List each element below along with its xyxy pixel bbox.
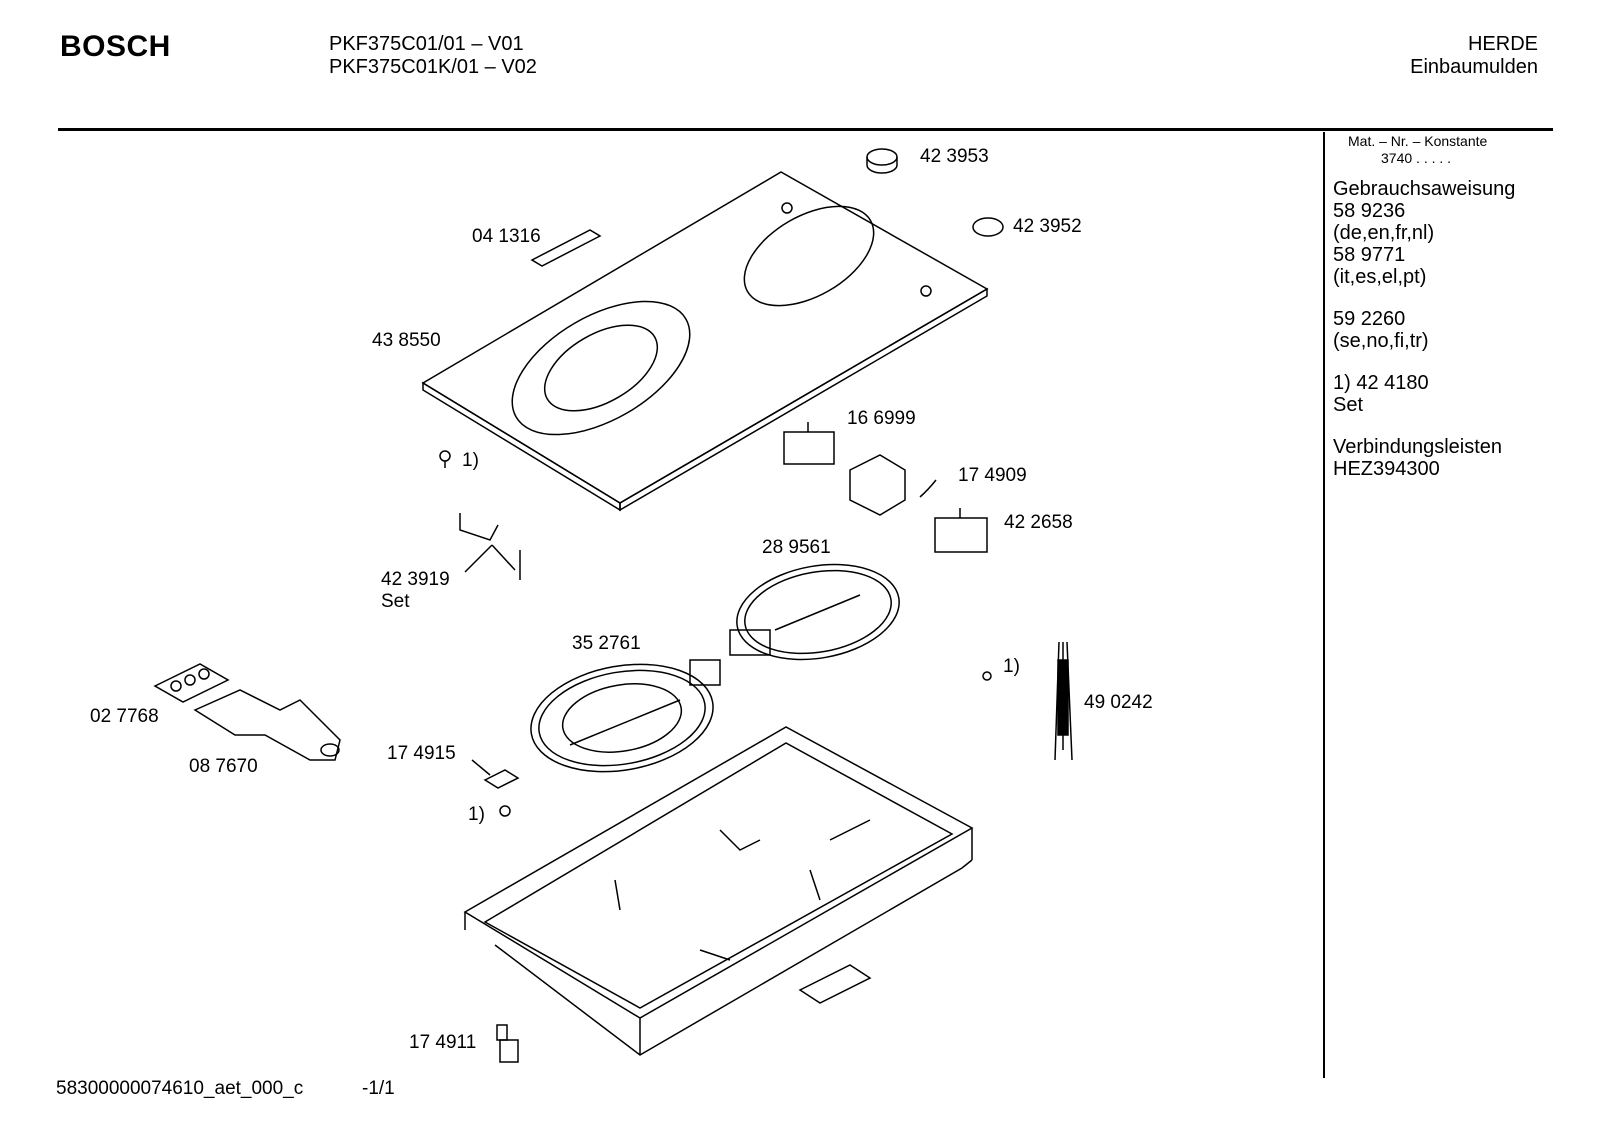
- sidebar-line: 58 9236: [1333, 200, 1406, 222]
- part-label-screw-note: 1): [468, 804, 485, 825]
- sidebar-line: (se,no,fi,tr): [1333, 330, 1429, 352]
- sidebar-line: 1) 42 4180: [1333, 372, 1429, 394]
- sidebar-rule: [1323, 132, 1325, 1078]
- screw-drawings: [439, 450, 992, 817]
- mat-number-value: 3740 . . . . .: [1381, 150, 1452, 166]
- model-number-1: PKF375C01/01 – V01: [329, 33, 524, 55]
- sidebar-line: HEZ394300: [1333, 458, 1440, 480]
- mat-number-label: Mat. – Nr. – Konstante: [1348, 133, 1488, 149]
- sidebar-line: 59 2260: [1333, 308, 1406, 330]
- sidebar-line: Gebrauchsaweisung: [1333, 178, 1516, 200]
- sidebar-line: (de,en,fr,nl): [1333, 222, 1435, 244]
- holder-drawing: [496, 1024, 519, 1063]
- part-label-screw-note: 1): [462, 450, 479, 471]
- scraper-drawing: [153, 663, 341, 761]
- bracket-drawing: [459, 513, 521, 580]
- category-subtitle: Einbaumulden: [1410, 56, 1538, 78]
- part-label-scraper: 08 7670: [189, 756, 258, 777]
- switch-2-drawing: [934, 508, 988, 553]
- part-label-switch-2: 42 2658: [1004, 512, 1073, 533]
- part-label-switch-1: 16 6999: [847, 408, 916, 429]
- part-label-heater-large: 35 2761: [572, 633, 641, 654]
- heater-small-drawing: [736, 563, 900, 661]
- document-id: 58300000074610_aet_000_c: [56, 1078, 304, 1099]
- part-label-sensor: 17 4909: [958, 465, 1027, 486]
- part-label-screw-note: 1): [1003, 656, 1020, 677]
- part-label-knob-cap: 42 3952: [1013, 216, 1082, 237]
- sidebar-line: Verbindungsleisten: [1333, 436, 1503, 458]
- sidebar-line: 58 9771: [1333, 244, 1406, 266]
- sidebar-line: Set: [1333, 394, 1364, 416]
- part-label-scraper-blades: 02 7768: [90, 706, 159, 727]
- clip-drawing: [471, 759, 520, 789]
- sidebar-notes: Gebrauchsaweisung 58 9236 (de,en,fr,nl) …: [1333, 178, 1515, 480]
- cable-drawing: [1054, 641, 1073, 761]
- part-label-holder: 17 4911: [409, 1032, 477, 1053]
- page-number: -1/1: [362, 1078, 395, 1099]
- sidebar-line: (it,es,el,pt): [1333, 266, 1427, 288]
- part-label-bracket: 42 3919: [381, 569, 450, 590]
- switch-1-drawing: [783, 422, 835, 465]
- part-label-clip: 17 4915: [387, 743, 456, 764]
- part-label-strip: 04 1316: [472, 226, 541, 247]
- part-label-heater-small: 28 9561: [762, 537, 831, 558]
- sensor-bracket-drawing: [849, 454, 937, 516]
- brand-logo: BOSCH: [60, 30, 171, 63]
- category-title: HERDE: [1467, 33, 1538, 55]
- part-label-cable: 49 0242: [1084, 692, 1153, 713]
- heater-large-drawing: [530, 629, 771, 773]
- strip-drawing: [530, 229, 602, 267]
- part-label-knob: 42 3953: [920, 146, 989, 167]
- glass-cooktop-drawing: [421, 171, 989, 512]
- part-label-bracket-set: Set: [381, 591, 410, 612]
- knob-cap-drawing: [972, 217, 1004, 237]
- header-rule: [58, 128, 1553, 131]
- knob-drawing: [866, 148, 898, 174]
- part-label-glass-top: 43 8550: [372, 330, 441, 351]
- housing-tray-drawing: [463, 726, 974, 1056]
- model-number-2: PKF375C01K/01 – V02: [329, 56, 537, 78]
